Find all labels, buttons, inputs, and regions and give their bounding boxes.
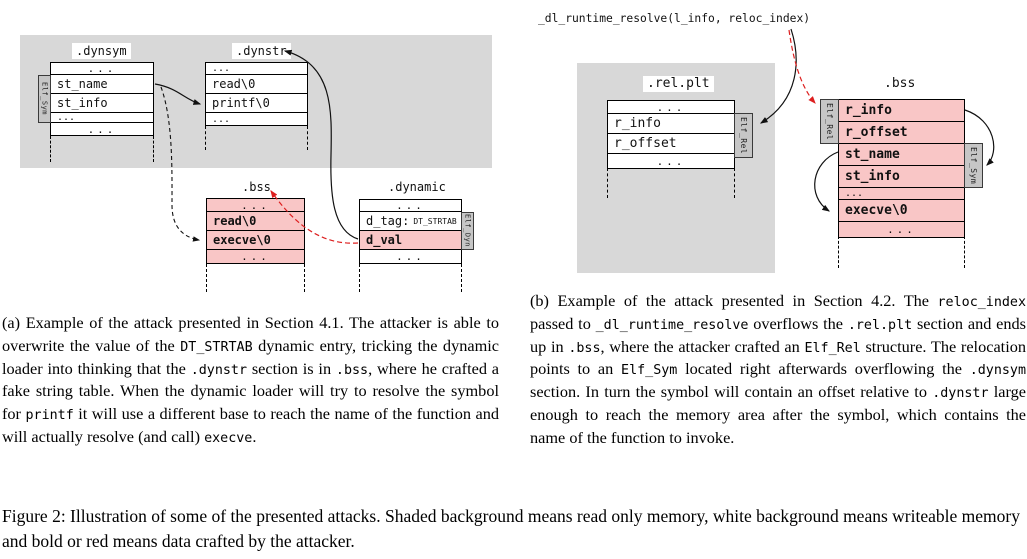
arrow-red-resolve-to-bss-elfrel (788, 29, 816, 104)
d-tag-label: d_tag: (366, 214, 410, 228)
section-label-dynstr: .dynstr (232, 43, 291, 59)
table-row: ... (839, 222, 964, 237)
table-row-r-info: r_info (608, 114, 734, 134)
d-tag-value: DT_STRTAB (413, 216, 457, 226)
table-row: ... (360, 200, 461, 212)
elf-sym-struct-tab-b: Elf_Sym (964, 143, 983, 188)
table-row-execve-crafted: execve\0 (839, 200, 964, 222)
caption-code-span: .bss (568, 340, 601, 356)
table-row-st-info: st_info (51, 94, 153, 113)
caption-text-span: large enough to reach the memory area af… (530, 382, 1026, 447)
caption-text-span: (b) Example of the attack presented in S… (530, 291, 938, 310)
table-row-st-name-crafted: st_name (839, 144, 964, 166)
continuation-line (607, 168, 608, 198)
continuation-line (359, 264, 360, 292)
continuation-line (50, 136, 51, 162)
table-row-read-crafted: read\0 (207, 212, 304, 231)
caption-code-span: .bss (335, 362, 369, 378)
caption-text-span: structure. The relocation points to an (530, 336, 1026, 379)
continuation-line (304, 264, 305, 292)
continuation-line (964, 236, 965, 268)
table-row-d-tag: d_tag: DT_STRTAB (360, 212, 461, 231)
caption-code-span: reloc_index (937, 295, 1026, 310)
table-row: ... (207, 250, 304, 263)
table-row-read: read\0 (206, 75, 307, 94)
caption-code-span: Elf_Rel (804, 340, 861, 356)
caption-text-span: (a) Example of the attack presented in S… (2, 313, 499, 355)
figure-caption: Figure 2: Illustration of some of the pr… (2, 506, 1020, 551)
table-row-r-offset-crafted: r_offset (839, 122, 964, 144)
caption-code-span: _dl_runtime_resolve (595, 317, 749, 333)
caption-b: (b) Example of the attack presented in S… (530, 290, 1026, 450)
table-row: ... (212, 113, 231, 125)
caption-code-span: .dynstr (932, 386, 989, 402)
continuation-line (838, 236, 839, 268)
table-row: ... (839, 188, 964, 200)
caption-code-span: .rel.plt (847, 317, 913, 333)
caption-code-span: execve (204, 431, 253, 447)
caption-text-span: located right afterwards overflowing the (677, 359, 970, 379)
dynamic-table: ... d_tag: DT_STRTAB d_val ... (359, 199, 462, 264)
elf-dyn-struct-tab: Elf_Dyn (461, 212, 474, 250)
table-row-st-info-crafted: st_info (839, 166, 964, 188)
dynsym-table: ... st_name st_info ... ... (50, 62, 154, 136)
caption-a: (a) Example of the attack presented in S… (2, 312, 499, 449)
table-row-execve-crafted: execve\0 (207, 231, 304, 250)
caption-text-span: . (252, 427, 257, 447)
table-row: ... (656, 154, 686, 168)
table-row: ... (51, 113, 153, 123)
elf-sym-struct-tab-a: Elf_Sym (38, 75, 51, 123)
arrow-stname-to-execve-b (814, 151, 839, 212)
continuation-line (307, 126, 308, 150)
table-row-r-offset: r_offset (608, 134, 734, 154)
dl-runtime-resolve-call: _dl_runtime_resolve(l_info, reloc_index) (538, 12, 811, 25)
continuation-line (461, 264, 462, 292)
caption-text-span: section. In turn the symbol will contain… (530, 382, 933, 402)
caption-text-span: overflows the (748, 313, 848, 333)
caption-text-span: it will use a different base to reach th… (2, 404, 499, 447)
table-row: ... (51, 63, 153, 75)
dynstr-table: ... read\0 printf\0 ... (205, 62, 308, 126)
bss-table-a: ... read\0 execve\0 ... (206, 198, 305, 264)
table-row-r-info-crafted: r_info (839, 100, 964, 122)
table-row-st-name: st_name (51, 75, 153, 94)
caption-code-span: DT_STRTAB (180, 339, 253, 355)
caption-text-span: section and ends up in (530, 313, 1026, 356)
table-row-printf: printf\0 (206, 94, 307, 113)
continuation-line (205, 126, 206, 150)
table-row: ... (87, 123, 117, 135)
continuation-line (206, 264, 207, 292)
table-row: ... (608, 101, 734, 114)
caption-text-span: dynamic entry, tricking the dynamic load… (2, 335, 499, 378)
continuation-line (734, 168, 735, 198)
caption-code-span: Elf_Sym (621, 363, 678, 379)
caption-text-span: , where he crafted a fake string table. … (2, 358, 500, 424)
continuation-line (153, 136, 154, 162)
caption-code-span: printf (25, 408, 74, 424)
caption-code-span: .dynstr (190, 362, 247, 378)
elf-rel-struct-tab-bss: Elf_Rel (820, 99, 839, 144)
section-label-relplt: .rel.plt (643, 76, 714, 92)
section-label-dynsym: .dynsym (72, 43, 131, 59)
caption-code-span: .dynsym (969, 363, 1027, 379)
table-row: ... (396, 250, 425, 263)
section-label-dynamic: .dynamic (388, 180, 446, 194)
table-row-d-val-crafted: d_val (360, 231, 461, 250)
caption-text-span: section is in (247, 358, 336, 378)
caption-text-span: passed to (530, 313, 596, 333)
elf-rel-struct-tab-relplt: Elf_Rel (734, 113, 753, 158)
section-label-bss-b: .bss (884, 76, 916, 91)
caption-text-span: , where the attacker crafted an (600, 336, 805, 356)
section-label-bss-a: .bss (242, 180, 271, 194)
table-row: ... (207, 199, 304, 212)
table-row: ... (206, 63, 307, 75)
relplt-table: ... r_info r_offset ... (607, 100, 735, 169)
bss-table-b: r_info r_offset st_name st_info ... exec… (838, 99, 965, 238)
